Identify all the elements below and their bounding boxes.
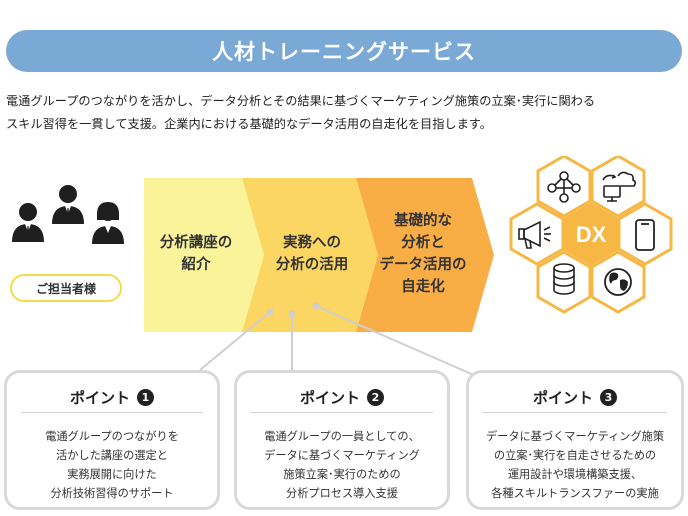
flow-chevrons	[144, 178, 494, 332]
hex-megaphone	[509, 202, 565, 266]
point-3-title: ポイント 3	[483, 383, 667, 413]
megaphone-icon	[518, 220, 551, 249]
point-card-1: ポイント 1 電通グループのつながりを 活かした講座の選定と 実務展開に向けた …	[4, 370, 220, 510]
point-card-2: ポイント 2 電通グループの一員としての、 データに基づくマーケティング 施策立…	[234, 370, 450, 510]
cloud-sync-icon	[602, 171, 637, 202]
dx-label: DX	[576, 222, 607, 247]
hex-dx	[563, 202, 619, 266]
hex-database	[536, 250, 592, 314]
network-icon	[547, 171, 581, 203]
step-3-label: 基礎的な 分析と データ活用の 自走化	[379, 213, 467, 295]
step-2-label: 実務への 分析の活用	[275, 235, 349, 273]
person-icon	[92, 202, 124, 244]
point-3-number-badge: 3	[600, 389, 617, 406]
point-2-number-badge: 2	[367, 389, 384, 406]
intro-line: スキル習得を一貫して支援。企業内における基礎的なデータ活用の自走化を目指します。	[6, 117, 492, 131]
intro-text: 電通グループのつながりを活かし、データ分析とその結果に基づくマーケティング施策の…	[6, 90, 686, 136]
person-icon	[12, 203, 44, 242]
intro-line: 電通グループのつながりを活かし、データ分析とその結果に基づくマーケティング施策の…	[6, 94, 596, 108]
point-card-3: ポイント 3 データに基づくマーケティング施策 の立案･実行を自走させるための …	[466, 370, 684, 510]
point-1-title: ポイント 1	[21, 383, 203, 413]
point-2-title: ポイント 2	[251, 383, 433, 413]
step-2-chevron	[242, 178, 378, 332]
globe-icon	[604, 268, 632, 296]
person-icon	[52, 185, 84, 224]
database-icon	[553, 263, 575, 295]
point-1-description: 電通グループのつながりを 活かした講座の選定と 実務展開に向けた 分析技術習得の…	[45, 430, 179, 500]
hex-globe	[590, 250, 646, 314]
step-1-label: 分析講座の 紹介	[159, 235, 233, 273]
title-banner: 人材トレーニングサービス	[6, 30, 682, 72]
page-title: 人材トレーニングサービス	[212, 40, 476, 64]
point-1-number-badge: 1	[137, 389, 154, 406]
mobile-icon	[635, 219, 655, 251]
step-1-chevron	[144, 178, 264, 332]
step-3-chevron	[356, 178, 494, 332]
dx-hexagon-cluster: DX	[509, 156, 673, 314]
people-icon	[12, 185, 124, 244]
point-3-description: データに基づくマーケティング施策 の立案･実行を自走させるための 運用設計や環境…	[485, 430, 665, 500]
client-badge: ご担当者様	[10, 274, 122, 302]
point-2-description: 電通グループの一員としての、 データに基づくマーケティング 施策立案･実行のため…	[264, 430, 420, 500]
hex-mobile	[617, 202, 673, 266]
